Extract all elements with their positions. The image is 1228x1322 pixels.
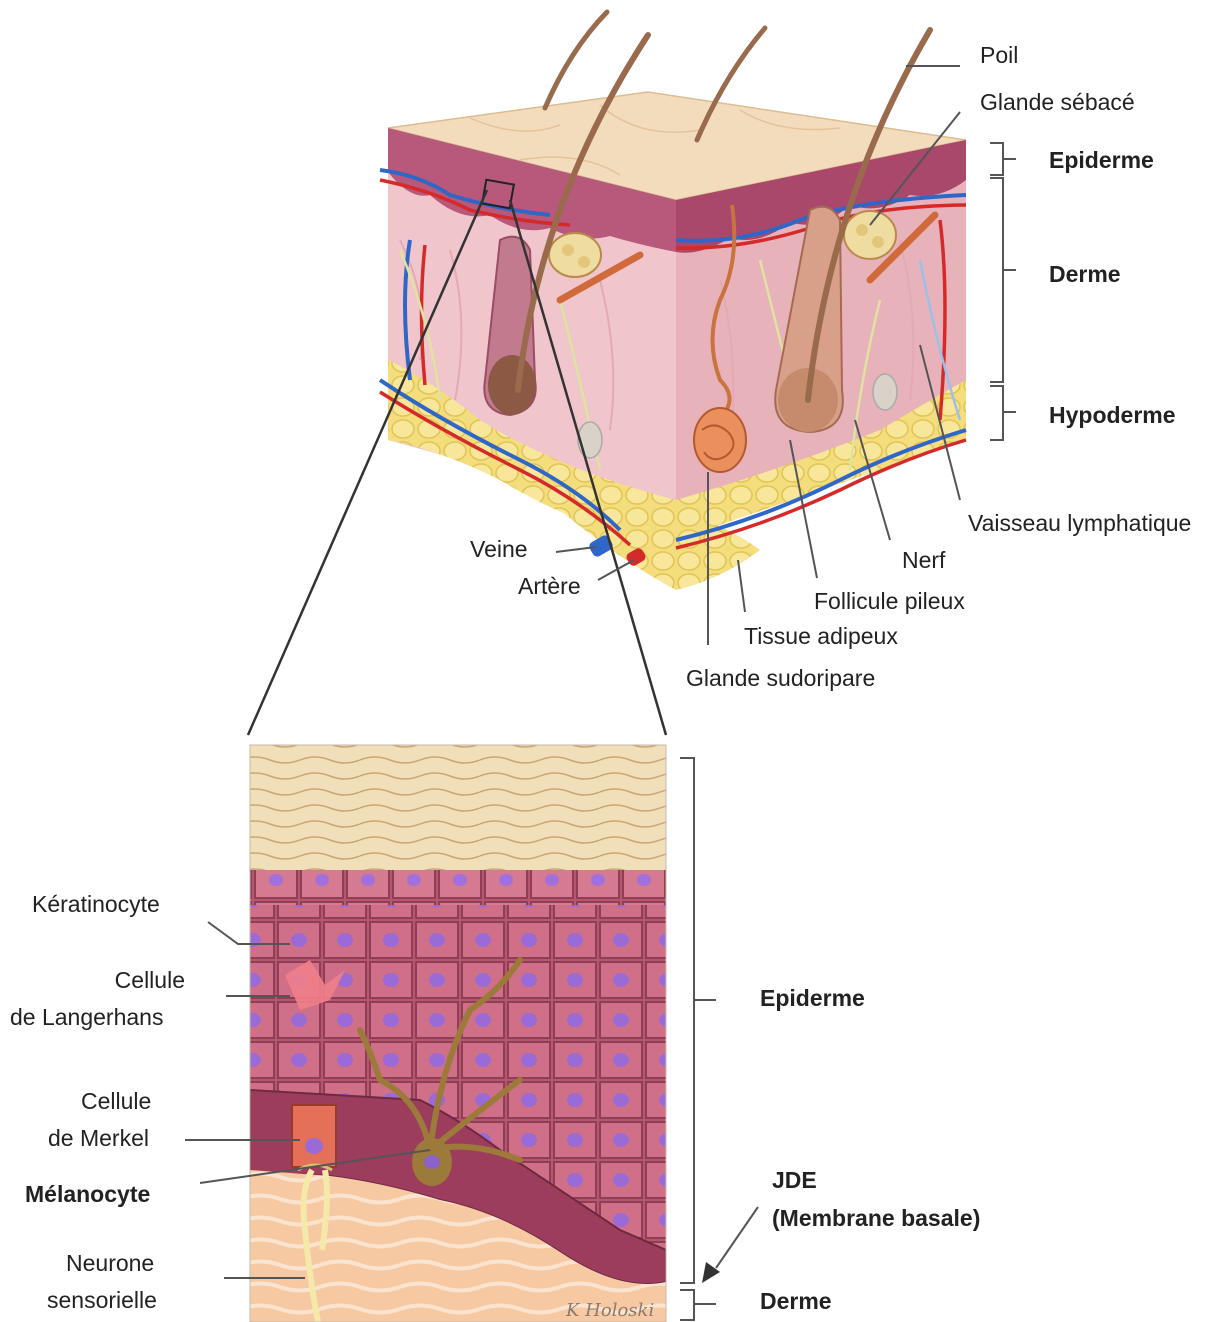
- label-langerhans-line2: de Langerhans: [10, 1004, 163, 1030]
- label-derme-top: Derme: [1049, 261, 1121, 287]
- hair-bulb-left: [488, 355, 536, 415]
- label-hypoderme: Hypoderme: [1049, 402, 1176, 428]
- label-keratinocyte: Kératinocyte: [32, 891, 160, 917]
- label-nerf: Nerf: [902, 547, 945, 573]
- label-epiderme-bottom: Epiderme: [760, 985, 865, 1011]
- label-melanocyte: Mélanocyte: [25, 1181, 150, 1207]
- label-veine: Veine: [470, 536, 528, 562]
- label-tissue-adipeux: Tissue adipeux: [744, 623, 898, 649]
- label-follicule-pileux: Follicule pileux: [814, 588, 965, 614]
- label-merkel-line1: Cellule: [81, 1088, 151, 1114]
- stratum-corneum: [250, 745, 666, 885]
- sebaceous-gland-right: [844, 211, 896, 259]
- sweat-gland-coil: [694, 408, 746, 472]
- label-langerhans-line1: Cellule: [40, 967, 185, 993]
- label-neurone-line2: sensorielle: [47, 1287, 157, 1313]
- bracket-epiderme-top: [990, 143, 1016, 175]
- label-vaisseau-lymphatique: Vaisseau lymphatique: [968, 510, 1191, 536]
- leader-jde: [716, 1207, 758, 1268]
- bracket-epiderme-bottom: [680, 758, 716, 1283]
- bracket-hypoderme: [990, 386, 1016, 440]
- pacinian-corpuscle-right: [873, 374, 897, 410]
- leader-veine: [556, 547, 596, 552]
- label-glande-sudoripare: Glande sudoripare: [686, 665, 875, 691]
- label-jde-line1: JDE: [772, 1167, 817, 1193]
- label-derme-bottom: Derme: [760, 1288, 832, 1314]
- label-epiderme-top: Epiderme: [1049, 147, 1154, 173]
- bracket-derme-top: [990, 178, 1016, 382]
- label-poil: Poil: [980, 42, 1018, 68]
- merkel-cell: [292, 1105, 336, 1167]
- label-neurone-line1: Neurone: [66, 1250, 154, 1276]
- bracket-derme-bottom: [680, 1290, 716, 1320]
- zoom-line-left: [248, 190, 487, 735]
- epidermis-closeup: [250, 745, 666, 1322]
- label-artere: Artère: [518, 573, 581, 599]
- label-merkel-line2: de Merkel: [48, 1125, 149, 1151]
- hair-shaft-1: [545, 12, 607, 108]
- artist-signature: K Holoski: [566, 1300, 654, 1321]
- sebaceous-gland-left: [549, 233, 601, 277]
- label-jde-line2: (Membrane basale): [772, 1205, 980, 1231]
- pacinian-corpuscle-left: [578, 422, 602, 458]
- leader-tissue-adipeux: [738, 560, 745, 612]
- label-glande-sebace: Glande sébacé: [980, 89, 1135, 115]
- skin-block-illustration: [380, 12, 966, 590]
